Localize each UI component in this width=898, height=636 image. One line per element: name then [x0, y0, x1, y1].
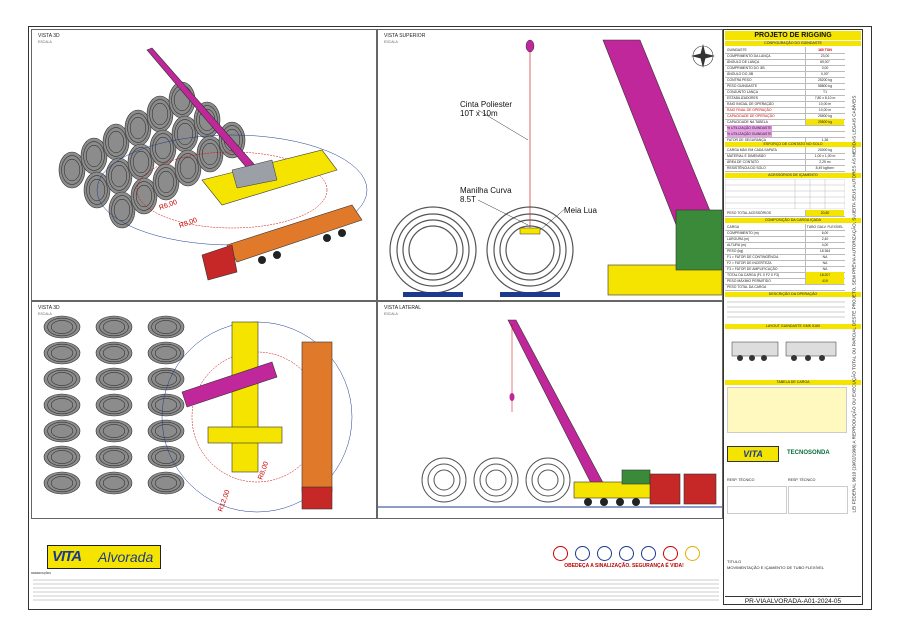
superior-view-drawing	[389, 39, 722, 297]
title-block-row: COMPRIMENTO (m)6,00	[725, 230, 845, 237]
no-person-under-load-icon	[663, 546, 678, 561]
title-block-row: PESO (kg)18 364	[725, 248, 845, 255]
title-block-row: LARGURA (m)2,40	[725, 236, 845, 243]
notes-lines	[33, 577, 719, 605]
project-description: MOVIMENTAÇÃO E IÇAMENTO DE TUBO FLEXÍVEL	[727, 565, 825, 570]
crane-row: GUINDASTE 160 TON	[725, 47, 845, 54]
signature-left	[727, 486, 787, 514]
title-label: TITULO	[727, 559, 742, 564]
legal-notice: LEI FEDERAL 9610 (19/02/1998) A REPRODUÇ…	[851, 95, 857, 513]
crane-layout-drawing	[728, 332, 844, 376]
radius-label: R8,00	[178, 217, 198, 230]
title-block-row: % UTILIZAÇÃO GUINDASTE	[725, 131, 845, 138]
safety-signs: OBEDEÇA A SINALIZAÇÃO. SEGURANÇA É VIDA!	[539, 546, 709, 576]
operation-description	[727, 298, 845, 322]
sling-callout: Cinta Poliester 10T x 10m	[460, 100, 513, 118]
lateral-view-drawing	[378, 319, 722, 508]
signature-right	[788, 486, 848, 514]
crane-layout-header: LAYOUT GUINDASTE GMK 5160	[725, 324, 861, 329]
meia-lua-callout: Meia Lua	[564, 206, 597, 215]
no-entry-icon	[553, 546, 568, 561]
vest-icon	[641, 546, 656, 561]
document-code: PR-VIAALVORADA-A01-2024-05	[725, 596, 861, 606]
operation-header: DESCRIÇÃO DA OPERAÇÃO	[725, 292, 861, 297]
title-block-row: % UTILIZAÇÃO GUINDASTE	[725, 125, 845, 132]
pipe-stacks-3d-drawing: R6,00 R8,00	[58, 47, 368, 281]
radius-label: R12,00	[217, 489, 231, 513]
project-title: PROJETO DE RIGGING	[725, 31, 861, 40]
radius-label: R8,00	[257, 461, 270, 481]
warning-icon	[685, 546, 700, 561]
shackle-callout: Manilha Curva 8.5T	[460, 186, 512, 204]
load-chart-box	[727, 387, 847, 433]
boots-icon	[619, 546, 634, 561]
load-header: COMPOSIÇÃO DA CARGA IÇADA	[725, 218, 861, 223]
title-block-row: TOTAL DA CARGA (F1 X F2 X F3)18.207	[725, 272, 845, 279]
helmet-icon	[575, 546, 590, 561]
config-header: CONFIGURAÇÃO DO GUINDASTE	[725, 41, 861, 46]
radius-label: R6,00	[158, 199, 178, 212]
ground-header: ESFORÇO DE CONTATO NO SOLO	[725, 142, 861, 147]
logo-row: VITA TECNOSONDA	[727, 440, 845, 476]
pipe-columns-drawing: R12,00 R8,00	[43, 315, 353, 513]
resp-left-label: RESP. TÉCNICO	[727, 478, 755, 482]
load-chart-header: TABELA DE CARGA	[725, 380, 861, 385]
accessories-table	[724, 178, 846, 210]
accessories-header: ACESSÓRIOS DE IÇAMENTO	[725, 173, 861, 178]
title-block-row: ALTURA (m)4,00	[725, 242, 845, 249]
gloves-icon	[597, 546, 612, 561]
safety-slogan: OBEDEÇA A SINALIZAÇÃO. SEGURANÇA É VIDA!	[564, 563, 684, 569]
title-block-row: PESO TOTAL DA CARGA	[725, 284, 845, 291]
title-block: PROJETO DE RIGGING CONFIGURAÇÃO DO GUIND…	[723, 29, 863, 605]
notes-block: OBSERVAÇÕES	[31, 572, 51, 575]
resp-right-label: RESP. TÉCNICO	[788, 478, 816, 482]
